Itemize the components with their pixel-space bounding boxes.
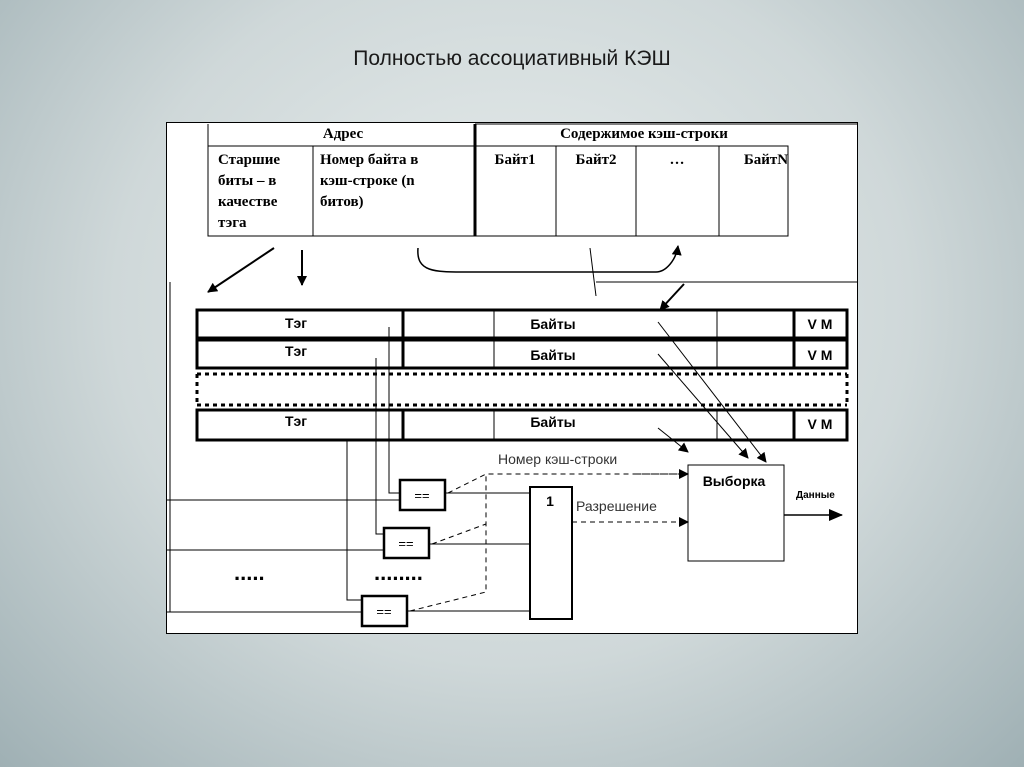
data-output-label: Данные <box>796 490 835 501</box>
cache-diagram: Адрес Содержимое кэш-строки Старшие биты… <box>166 122 858 634</box>
row-3-flags: V M <box>808 416 833 432</box>
cache-rows: Тэг Байты V M Тэг Байты V M Тэг Байты V … <box>195 308 849 442</box>
row-3-bytes: Байты <box>530 414 575 430</box>
row-2-bytes: Байты <box>530 347 575 363</box>
enable-label: Разрешение <box>576 498 657 514</box>
ellipsis-right: ........ <box>374 560 423 585</box>
line-number-label: Номер кэш-строки <box>498 451 617 467</box>
row-3-tag: Тэг <box>285 413 307 429</box>
tag-field-line-4: тэга <box>218 215 247 231</box>
byte-field-line-1: Номер байта в <box>320 152 418 168</box>
row-1-flags: V M <box>808 316 833 332</box>
address-header: Адрес <box>323 126 364 142</box>
select-label: Выборка <box>703 473 766 489</box>
slide-title: Полностью ассоциативный КЭШ <box>353 47 671 70</box>
tag-field-line-1: Старшие <box>218 152 280 168</box>
row-2-flags: V M <box>808 347 833 363</box>
row-2-tag: Тэг <box>285 343 307 359</box>
byte-field-line-2: кэш-строке (n <box>320 173 415 189</box>
or-gate <box>529 486 573 620</box>
tag-to-cache-arrow <box>207 247 275 293</box>
content-byte-n: БайтN <box>744 152 788 168</box>
ellipsis-left: ..... <box>234 560 265 585</box>
content-byte-1: Байт1 <box>495 152 536 168</box>
comparators: == == == <box>360 478 447 628</box>
content-to-row-arrow <box>659 283 685 311</box>
select-block <box>687 464 785 562</box>
comparator-1-label: == <box>414 488 429 503</box>
address-format-table: Адрес Содержимое кэш-строки Старшие биты… <box>207 123 858 237</box>
tag-field-line-2: биты – в <box>218 173 276 189</box>
byte-field-line-3: битов) <box>320 194 364 210</box>
byte-number-curve-arrow <box>417 245 682 273</box>
comparator-3-label: == <box>376 604 391 619</box>
row-1-bytes: Байты <box>530 316 575 332</box>
content-byte-ellipsis: … <box>670 152 685 168</box>
or-gate-label: 1 <box>546 493 554 509</box>
comparator-2-label: == <box>398 536 413 551</box>
tag-field-line-3: качестве <box>218 194 278 210</box>
content-header: Содержимое кэш-строки <box>560 126 728 142</box>
row-1-tag: Тэг <box>285 315 307 331</box>
content-byte-2: Байт2 <box>576 152 617 168</box>
